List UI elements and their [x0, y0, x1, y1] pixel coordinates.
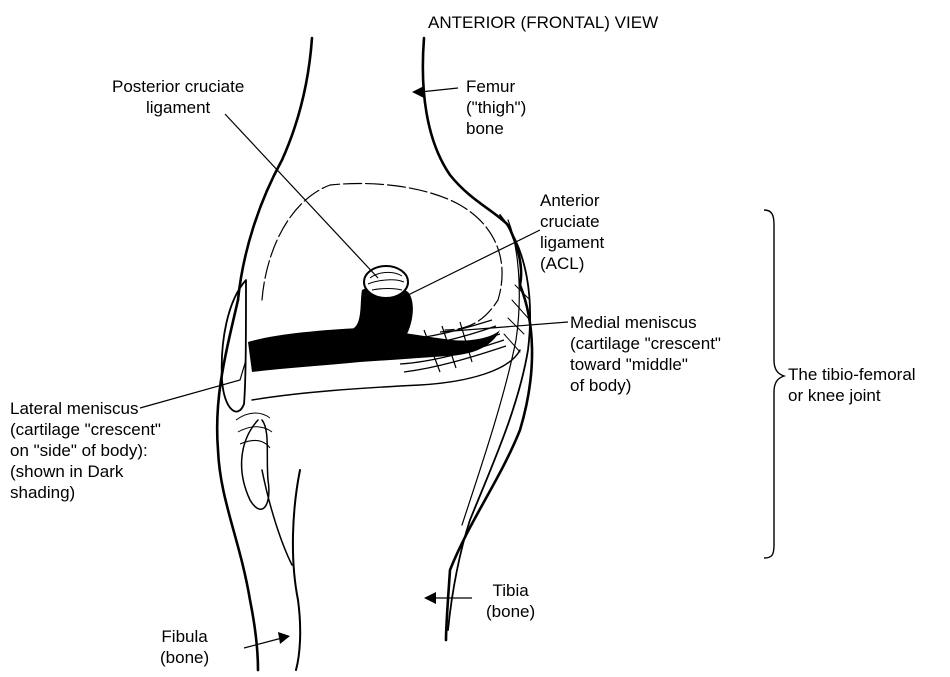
label-medial-meniscus: Medial meniscus (cartilage "crescent" to… [570, 312, 721, 396]
leader-femur-arrow [420, 88, 458, 92]
fibula-arrowhead [278, 632, 290, 644]
diagram-title: ANTERIOR (FRONTAL) VIEW [428, 12, 658, 33]
label-anterior-cruciate-ligament: Anterior cruciate ligament (ACL) [540, 190, 604, 274]
leader-medial-meniscus [440, 322, 568, 332]
femur-arrowhead [412, 86, 424, 98]
medial-collateral-ligament-hatch [504, 285, 530, 352]
label-tibia: Tibia (bone) [486, 580, 535, 622]
tibia-arrowhead [424, 592, 436, 604]
label-posterior-cruciate-ligament: Posterior cruciate ligament [112, 76, 244, 118]
label-knee-joint: The tibio-femoral or knee joint [788, 364, 916, 406]
label-lateral-meniscus: Lateral meniscus (cartilage "crescent" o… [10, 398, 161, 503]
medial-collateral-ligament [448, 215, 530, 630]
label-fibula: Fibula (bone) [160, 626, 209, 668]
knee-joint-bracket [764, 210, 784, 558]
leader-fibula-arrow [244, 638, 282, 648]
label-femur: Femur ("thigh") bone [466, 76, 526, 139]
fibula-outline [293, 470, 300, 670]
fibula-head-outline [242, 420, 269, 509]
fibula-inner-outline [262, 470, 292, 565]
femur-left-outline [238, 38, 312, 300]
leader-posterior-cruciate [225, 114, 378, 278]
lateral-capsule-outline [222, 280, 246, 412]
